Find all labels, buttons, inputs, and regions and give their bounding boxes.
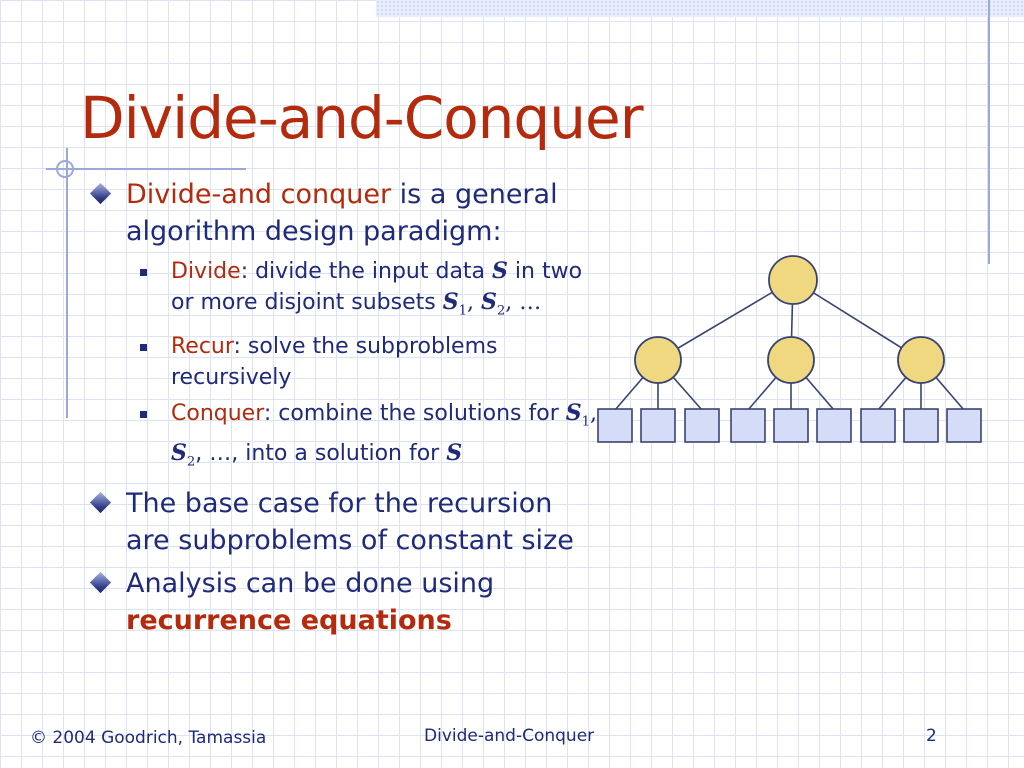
slide-body: Divide-and conquer is a general algorith… [89, 176, 600, 645]
corner-ring-decoration [56, 160, 74, 178]
square-bullet-icon [140, 344, 147, 352]
term-divide: Divide [171, 259, 241, 284]
footer-copyright: © 2004 Goodrich, Tamassia [30, 728, 267, 748]
sub-bullet-conquer: Conquer: combine the solutions for S1, S… [90, 398, 600, 477]
term-conquer: Conquer [171, 401, 264, 427]
title-underline-rule [46, 168, 246, 170]
recursion-tree-diagram [597, 255, 982, 443]
diamond-bullet-icon [89, 182, 112, 205]
term-divide-and-conquer: Divide-and conquer [126, 179, 392, 210]
sub-bullet-recur: Recur: solve the subproblems recursively [90, 331, 600, 393]
sub-bullet-divide: Divide: divide the input data S in two o… [90, 256, 600, 326]
square-bullet-icon [140, 269, 147, 276]
leaf-node [730, 408, 766, 443]
right-vertical-rule [988, 0, 990, 264]
leaf-node [816, 408, 852, 443]
leaf-node [684, 408, 720, 443]
diamond-bullet-icon [89, 492, 112, 514]
diamond-bullet-icon [89, 572, 112, 594]
slide-title: Divide-and-Conquer [80, 84, 644, 152]
leaf-node [597, 408, 633, 443]
footer-title: Divide-and-Conquer [424, 726, 595, 746]
bullet-divide-and-conquer: Divide-and conquer is a general algorith… [89, 176, 600, 250]
child-node-left [634, 336, 682, 384]
square-bullet-icon [140, 411, 147, 419]
footer-page-number: 2 [926, 726, 937, 746]
leaf-node [773, 408, 809, 443]
leaf-node [640, 408, 676, 443]
term-recurrence-equations: recurrence equations [126, 605, 452, 637]
left-vertical-rule [66, 148, 68, 418]
bullet-base-case: The base case for the recursion are subp… [89, 485, 600, 559]
bullet-analysis: Analysis can be done using recurrence eq… [89, 565, 600, 639]
root-node [768, 255, 818, 305]
term-recur: Recur [171, 334, 234, 360]
leaf-node [860, 408, 896, 443]
child-node-middle [767, 336, 815, 384]
leaf-node [903, 408, 939, 443]
top-decoration-band [376, 0, 1024, 17]
leaf-node [946, 408, 982, 443]
sub-bullet-list: Divide: divide the input data S in two o… [90, 256, 600, 477]
child-node-right [897, 336, 945, 384]
